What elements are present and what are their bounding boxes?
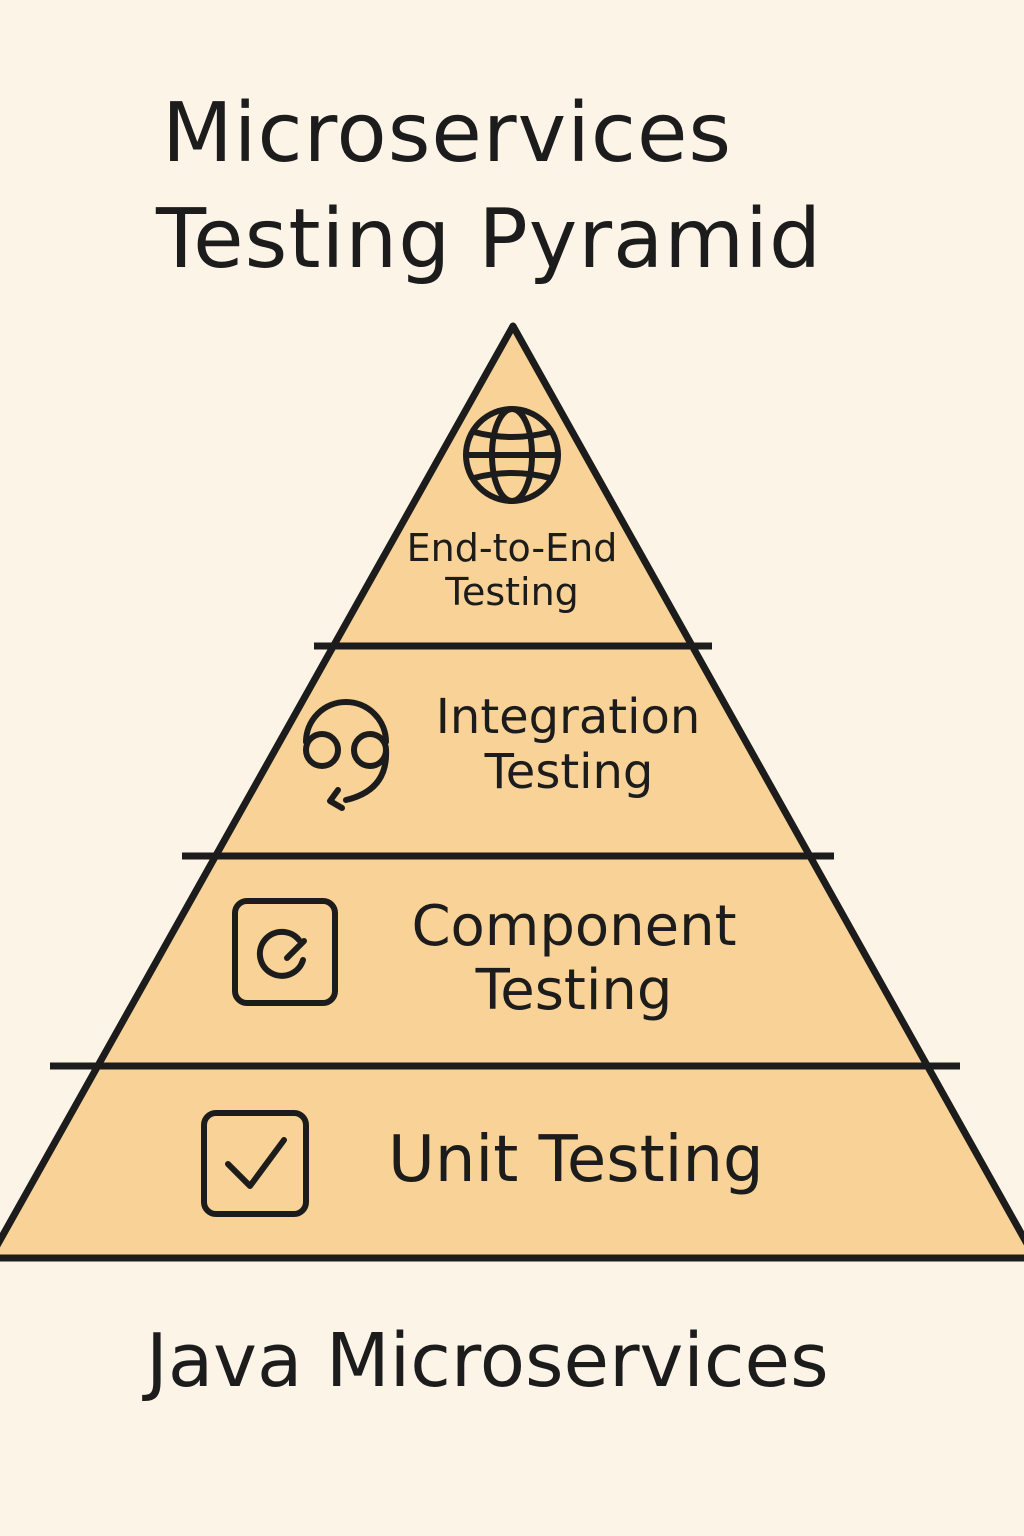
layer-label-unit: Unit Testing xyxy=(388,1123,808,1198)
footer-caption: Java Microservices xyxy=(146,1318,829,1404)
layer-label-line: End-to-End xyxy=(406,526,618,570)
title-line-1: Microservices xyxy=(162,86,733,181)
layer-label-end-to-end: End-to-End Testing xyxy=(380,526,644,614)
layer-label-line: Component xyxy=(411,894,737,959)
headset-sync-icon xyxy=(303,699,390,811)
component-box-icon xyxy=(232,898,338,1006)
layer-label-integration: Integration Testing xyxy=(418,689,718,801)
title-line-2: Testing Pyramid xyxy=(156,192,822,287)
layer-label-line: Testing xyxy=(484,744,654,801)
layer-label-line: Unit Testing xyxy=(388,1123,764,1197)
layer-label-line: Testing xyxy=(475,958,673,1024)
globe-icon xyxy=(463,406,561,504)
checkbox-icon xyxy=(201,1110,309,1217)
layer-label-line: Testing xyxy=(445,569,579,614)
layer-label-component: Component Testing xyxy=(394,894,754,1024)
layer-label-line: Integration xyxy=(435,689,701,745)
